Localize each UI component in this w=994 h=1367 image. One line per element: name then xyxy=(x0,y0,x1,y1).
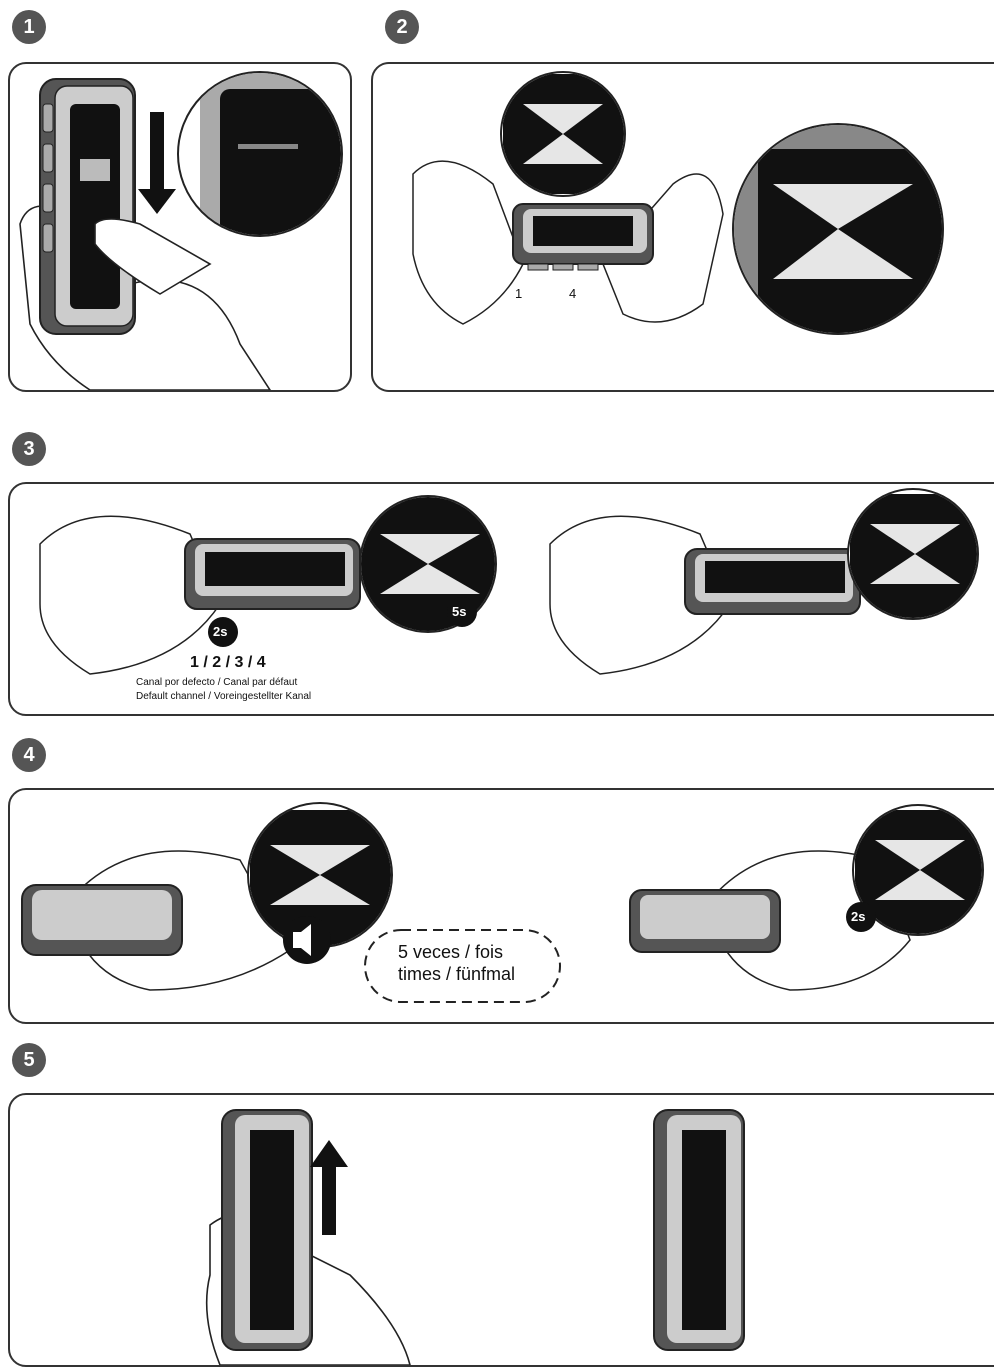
timer-5s-label: 5s xyxy=(452,604,466,619)
channel-numbers: 1 / 2 / 3 / 4 xyxy=(190,654,266,672)
down-arrow-icon xyxy=(138,112,176,214)
default-channel-caption-es-fr: Canal por defecto / Canal par défaut xyxy=(136,677,297,688)
button-4-label: 4 xyxy=(569,286,576,301)
step-1-illustration xyxy=(10,64,350,390)
step-1-badge: 1 xyxy=(12,10,46,44)
step-3-panel: 2s 5s 1 / 2 / 3 / 4 Canal por defecto / … xyxy=(8,482,994,716)
step-4-illustration xyxy=(10,790,994,1022)
step-3-badge: 3 xyxy=(12,432,46,466)
up-arrow-icon xyxy=(310,1140,348,1235)
step-2-illustration xyxy=(373,64,994,390)
step-2-panel: 1 4 xyxy=(371,62,994,392)
default-channel-caption-en-de: Default channel / Voreingestellter Kanal xyxy=(136,691,311,702)
step-2-badge: 2 xyxy=(385,10,419,44)
repeat-count-line2: times / fünfmal xyxy=(398,964,515,985)
step-5-badge: 5 xyxy=(12,1043,46,1077)
repeat-count-line1: 5 veces / fois xyxy=(398,942,503,963)
step-5-panel xyxy=(8,1093,994,1367)
button-1-label: 1 xyxy=(515,286,522,301)
speaker-icon xyxy=(283,916,331,964)
step-4-panel: 5 veces / fois times / fünfmal 2s xyxy=(8,788,994,1024)
timer-2s-label: 2s xyxy=(213,624,227,639)
step-5-illustration xyxy=(10,1095,994,1365)
timer-2s-label: 2s xyxy=(851,909,865,924)
step-4-badge: 4 xyxy=(12,738,46,772)
step-1-panel xyxy=(8,62,352,392)
